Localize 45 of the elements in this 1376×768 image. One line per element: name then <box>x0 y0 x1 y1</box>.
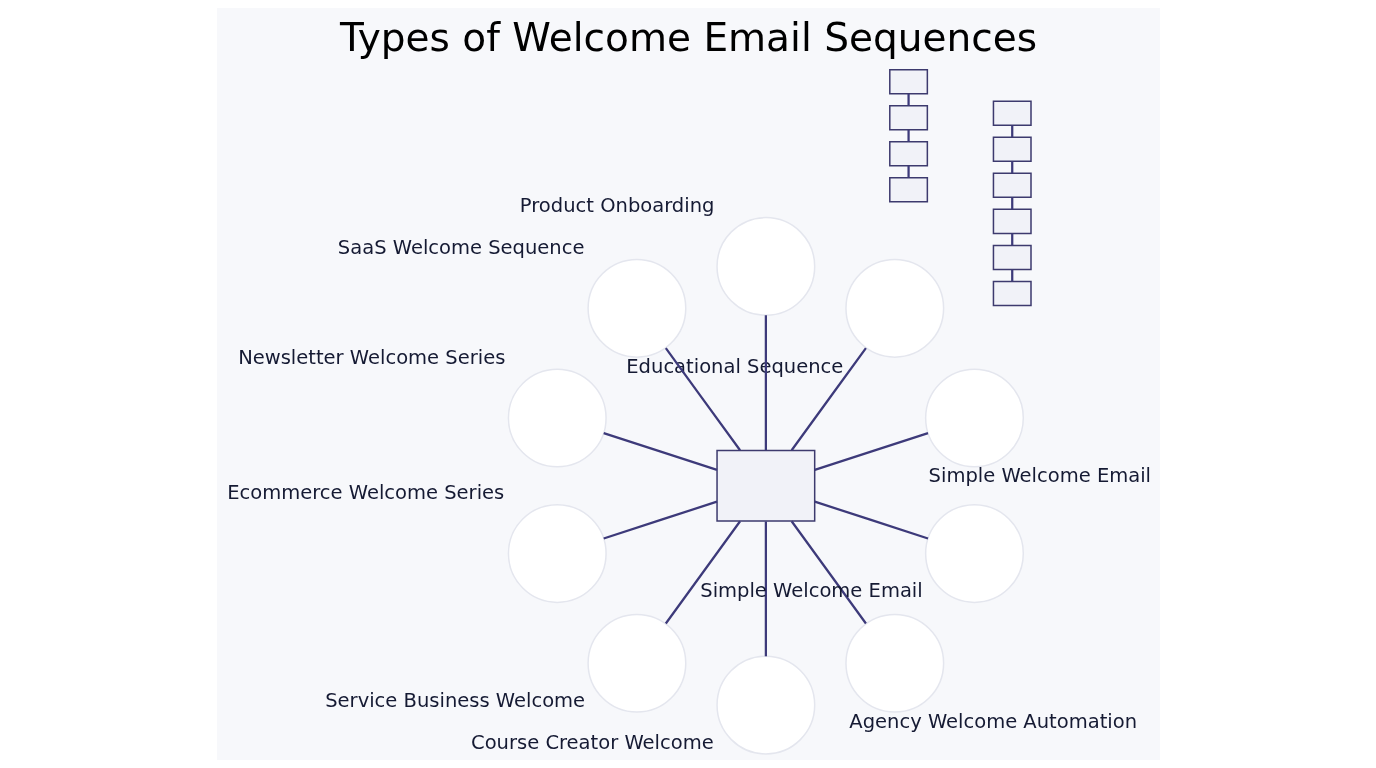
connector <box>664 347 741 451</box>
node-circle <box>715 655 815 755</box>
node-envelope <box>992 208 1032 235</box>
node-label: Agency Welcome Automation <box>848 709 1137 733</box>
node-circle <box>844 258 944 358</box>
connector <box>1010 161 1013 174</box>
node-envelope <box>715 449 815 522</box>
node-envelope <box>888 177 928 203</box>
node-label: Simple Welcome Email <box>928 464 1151 488</box>
connector <box>906 93 910 106</box>
node-circle <box>507 368 607 468</box>
connector <box>906 165 910 178</box>
node-envelope <box>992 100 1032 126</box>
connector <box>764 521 767 657</box>
node-circle <box>924 368 1024 468</box>
node-label: Product Onboarding <box>519 194 714 218</box>
node-circle <box>586 258 686 358</box>
connector <box>1010 125 1013 138</box>
node-label: SaaS Welcome Sequence <box>337 236 584 260</box>
node-envelope <box>992 280 1032 307</box>
node-envelope <box>888 104 928 131</box>
connector <box>664 520 741 625</box>
node-envelope <box>888 68 928 95</box>
node-label: Service Business Welcome <box>324 688 585 712</box>
node-circle <box>844 613 944 713</box>
node-label: Newsletter Welcome Series <box>237 345 505 369</box>
connector <box>813 500 928 540</box>
connector <box>813 432 928 471</box>
diagram-title: Types of Welcome Email Sequences <box>339 15 1037 61</box>
node-label: Course Creator Welcome <box>470 730 714 754</box>
connector <box>790 520 867 625</box>
node-envelope <box>992 136 1032 163</box>
node-envelope <box>888 141 928 167</box>
node-envelope <box>992 244 1032 271</box>
node-circle <box>715 216 815 316</box>
node-circle <box>924 504 1024 604</box>
connector <box>602 500 717 540</box>
node-label: Ecommerce Welcome Series <box>226 481 504 505</box>
connector <box>790 347 867 451</box>
node-circle <box>586 613 686 713</box>
connector <box>602 432 717 471</box>
node-envelope <box>992 172 1032 199</box>
node-circle <box>507 504 607 604</box>
connector <box>906 129 910 142</box>
connector <box>764 315 767 451</box>
